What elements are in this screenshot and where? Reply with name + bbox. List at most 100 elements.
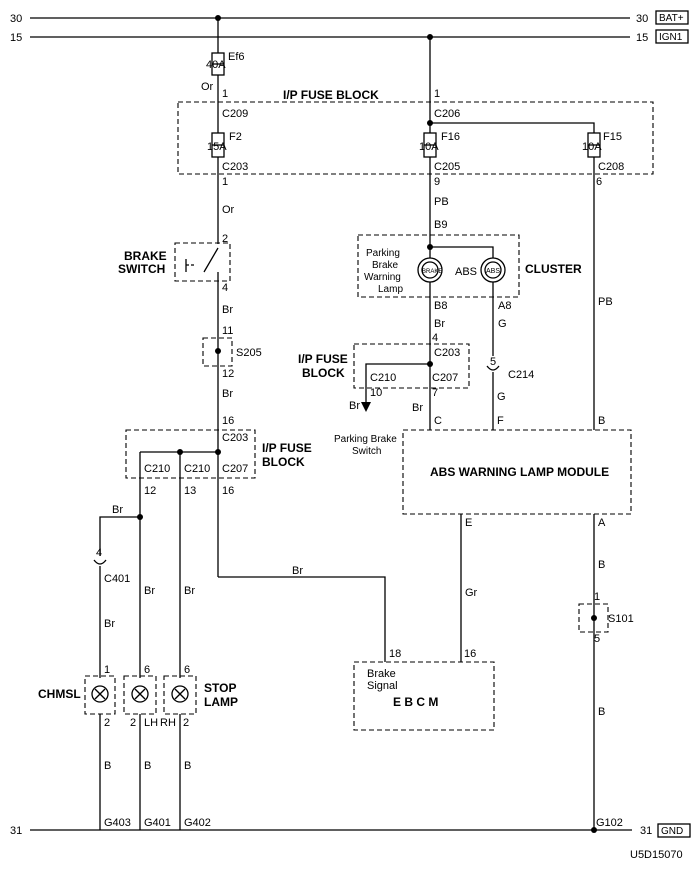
svg-text:1: 1	[104, 664, 110, 676]
brake-switch-label-2: SWITCH	[118, 262, 165, 276]
gnd-rail-right: 31	[640, 825, 652, 837]
svg-text:A8: A8	[498, 300, 511, 312]
ip-fuse-block-lower-label-1: I/P FUSE	[262, 441, 312, 455]
svg-text:Br: Br	[349, 400, 360, 412]
svg-text:6: 6	[184, 664, 190, 676]
svg-text:Or: Or	[222, 204, 235, 216]
stop-lamp-label-1: STOP	[204, 681, 236, 695]
module-outputs: E Gr A B 1 S101 5 B G102	[460, 514, 634, 833]
fuse-f16-name: F16	[441, 131, 460, 143]
fuse-f16-rating: 10A	[419, 141, 439, 153]
brake-switch-circuit: Ef6 40A Or 1 C209 F2 15A C203 1 Or 2 BRA…	[118, 15, 262, 455]
svg-text:10: 10	[370, 387, 382, 399]
svg-text:G: G	[498, 318, 507, 330]
svg-text:G102: G102	[596, 817, 623, 829]
ip-fuse-block-top	[177, 101, 654, 175]
ip-fuse-block-lower	[125, 429, 256, 479]
ip-fuse-block-top-label: I/P FUSE BLOCK	[283, 88, 379, 102]
ign-tag: IGN1	[659, 32, 683, 43]
svg-text:C203: C203	[222, 432, 248, 444]
svg-text:C203: C203	[222, 161, 248, 173]
svg-text:G402: G402	[184, 817, 211, 829]
fuse-ef6-name: Ef6	[228, 51, 245, 63]
svg-text:LH: LH	[144, 717, 158, 729]
bat-tag: BAT+	[659, 13, 684, 24]
svg-text:B: B	[598, 706, 605, 718]
svg-text:Br: Br	[222, 388, 233, 400]
ign-rail-right: 15	[636, 32, 648, 44]
svg-text:4: 4	[432, 332, 438, 344]
fuse-f15-name: F15	[603, 131, 622, 143]
svg-text:Brake: Brake	[372, 260, 399, 271]
svg-text:S101: S101	[608, 613, 634, 625]
svg-text:Lamp: Lamp	[378, 284, 403, 295]
svg-text:Br: Br	[412, 402, 423, 414]
abs-module-feed: F15 10A C208 6 PB B	[582, 131, 624, 430]
stop-lamp-feed: 12 13 16 Br Br 4 C401 Br Br Br	[93, 449, 386, 678]
svg-text:7: 7	[432, 387, 438, 399]
ip-fuse-block-mid-label-1: I/P FUSE	[298, 352, 348, 366]
svg-text:PB: PB	[434, 196, 449, 208]
svg-text:16: 16	[464, 648, 476, 660]
svg-text:Warning: Warning	[364, 272, 401, 283]
svg-text:5: 5	[490, 356, 496, 368]
svg-text:ABS: ABS	[455, 266, 477, 278]
svg-text:C210: C210	[370, 372, 396, 384]
svg-text:18: 18	[389, 648, 401, 660]
stop-lamp-rh-icon	[171, 685, 189, 703]
svg-text:Br: Br	[292, 565, 303, 577]
svg-text:C208: C208	[598, 161, 624, 173]
svg-text:C210: C210	[144, 463, 170, 475]
stop-lamp-lh-icon	[131, 685, 149, 703]
power-rails: 30 30 15 15 31 31 BAT+ IGN1 GND	[10, 10, 691, 838]
splice-s205	[202, 337, 233, 367]
svg-text:2: 2	[104, 717, 110, 729]
svg-text:E: E	[465, 517, 472, 529]
svg-text:Gr: Gr	[465, 587, 478, 599]
svg-text:C214: C214	[508, 369, 534, 381]
bat-rail-left: 30	[10, 13, 22, 25]
svg-text:1: 1	[594, 591, 600, 603]
svg-text:S205: S205	[236, 347, 262, 359]
fuse-f2-rating: 15A	[207, 141, 227, 153]
svg-text:16: 16	[222, 485, 234, 497]
brake-signal-label-1: Brake	[367, 668, 396, 680]
chmsl-label: CHMSL	[38, 687, 81, 701]
svg-text:ABS: ABS	[486, 268, 500, 275]
svg-text:9: 9	[434, 176, 440, 188]
svg-text:G401: G401	[144, 817, 171, 829]
svg-text:Parking: Parking	[366, 248, 400, 259]
svg-text:C209: C209	[222, 108, 248, 120]
svg-text:G: G	[497, 391, 506, 403]
svg-text:B: B	[104, 760, 111, 772]
svg-text:11: 11	[222, 325, 233, 337]
svg-text:Br: Br	[184, 585, 195, 597]
brake-signal-label-2: Signal	[367, 680, 398, 692]
svg-text:16: 16	[222, 415, 234, 427]
svg-text:2: 2	[183, 717, 189, 729]
fuse-f2-name: F2	[229, 131, 242, 143]
cluster-circuit: 1 C206 F16 10A C205 9 PB B9 CLUSTER Park…	[298, 34, 595, 457]
svg-text:C207: C207	[222, 463, 248, 475]
gnd-tag: GND	[661, 826, 683, 837]
svg-text:A: A	[598, 517, 606, 529]
svg-text:4: 4	[222, 282, 228, 294]
stop-lamp-label-2: LAMP	[204, 695, 238, 709]
brake-warning-lamp-icon: BRAKE	[417, 257, 443, 283]
svg-text:Br: Br	[434, 318, 445, 330]
cluster-label: CLUSTER	[525, 262, 582, 276]
abs-module-label: ABS WARNING LAMP MODULE	[430, 465, 609, 479]
svg-text:F: F	[497, 415, 504, 427]
svg-text:C401: C401	[104, 573, 130, 585]
fuse-f15-rating: 10A	[582, 141, 602, 153]
svg-text:6: 6	[144, 664, 150, 676]
svg-text:B8: B8	[434, 300, 447, 312]
svg-text:C207: C207	[432, 372, 458, 384]
ip-fuse-block-mid	[353, 343, 470, 389]
svg-text:B: B	[184, 760, 191, 772]
rear-lamps: 1 6 6 2 2 LH RH 2 CHMSL STOP LAMP B B B …	[38, 664, 238, 830]
svg-text:2: 2	[130, 717, 136, 729]
abs-warning-lamp-module	[402, 429, 632, 515]
brake-switch-label-1: BRAKE	[124, 249, 167, 263]
fuse-ef6-rating: 40A	[206, 59, 226, 71]
